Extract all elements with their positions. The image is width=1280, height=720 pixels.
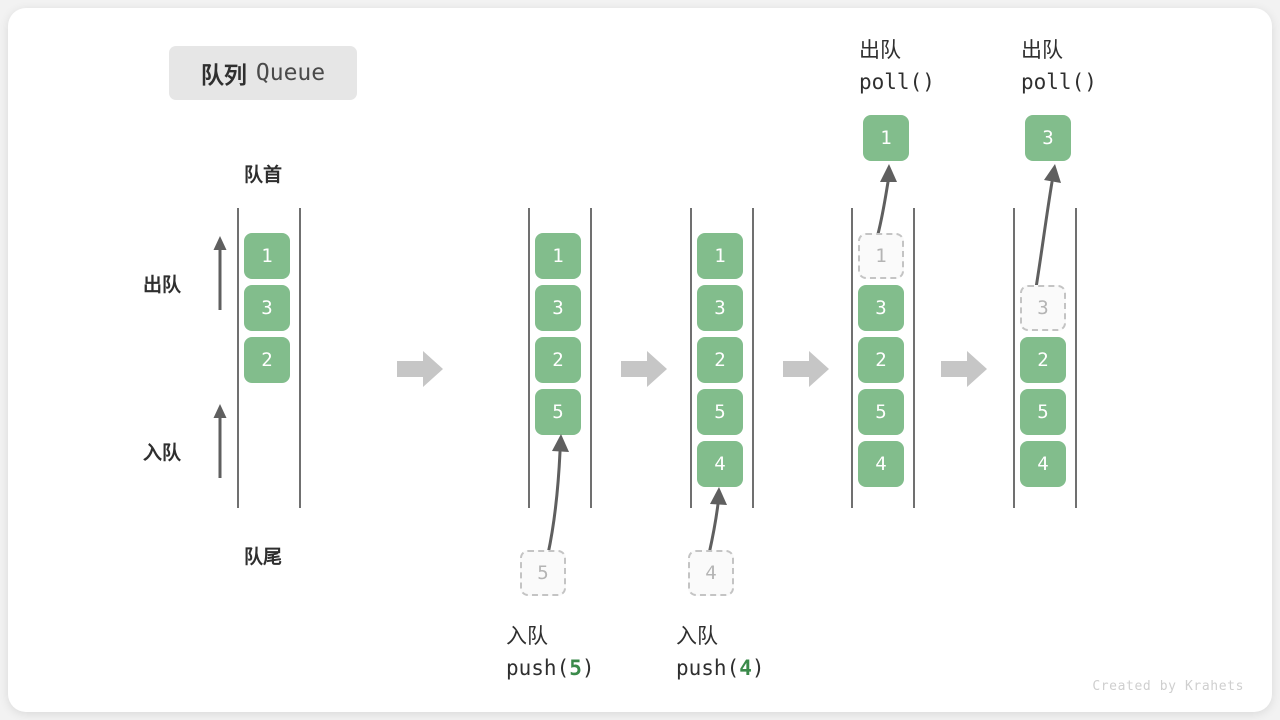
queue-cell: 1 bbox=[244, 233, 290, 279]
op-code-suffix: ) bbox=[751, 656, 765, 680]
op-code-suffix: ) bbox=[581, 656, 595, 680]
label-queue-tail: 队尾 bbox=[244, 547, 283, 568]
op-code-arg: 4 bbox=[739, 656, 752, 680]
title-en: Queue bbox=[255, 60, 326, 86]
label-dequeue: 出队 bbox=[143, 275, 182, 296]
dequeue-up-arrow-icon bbox=[213, 236, 227, 310]
title-cn: 队列 bbox=[200, 62, 247, 88]
op-label-cn: 出队 bbox=[859, 39, 901, 62]
popped-cell: 1 bbox=[863, 115, 909, 161]
queue-cell: 1 bbox=[535, 233, 581, 279]
queue-cell: 4 bbox=[1020, 441, 1066, 487]
op-code-suffix: ) bbox=[922, 70, 935, 94]
rail-right-initial bbox=[299, 208, 301, 508]
rail-left-initial bbox=[237, 208, 239, 508]
popped-cell: 3 bbox=[1025, 115, 1071, 161]
op-code-prefix: push( bbox=[506, 656, 570, 680]
label-enqueue: 入队 bbox=[143, 443, 182, 464]
label-queue-head: 队首 bbox=[244, 165, 283, 186]
op-label-code: poll() bbox=[1021, 70, 1097, 94]
rail-left-push5 bbox=[528, 208, 530, 508]
op-code-prefix: push( bbox=[676, 656, 740, 680]
op-code-prefix: poll( bbox=[859, 70, 923, 94]
queue-cell: 4 bbox=[858, 441, 904, 487]
push-motion-arrow-icon bbox=[546, 434, 569, 556]
queue-cell: 2 bbox=[535, 337, 581, 383]
step-arrow-icon bbox=[621, 351, 667, 387]
queue-cell: 3 bbox=[535, 285, 581, 331]
op-code-prefix: poll( bbox=[1021, 70, 1085, 94]
poll-motion-arrow-icon bbox=[1033, 164, 1061, 296]
rail-left-poll3 bbox=[1013, 208, 1015, 508]
enqueue-up-arrow-icon bbox=[213, 404, 227, 478]
queue-cell-new: 5 bbox=[535, 389, 581, 435]
rail-right-push5 bbox=[590, 208, 592, 508]
queue-cell: 2 bbox=[244, 337, 290, 383]
op-label-cn: 出队 bbox=[1021, 39, 1063, 62]
op-code-suffix: ) bbox=[1084, 70, 1097, 94]
op-label-cn: 入队 bbox=[676, 625, 718, 648]
queue-cell-new: 4 bbox=[697, 441, 743, 487]
step-arrow-icon bbox=[397, 351, 443, 387]
op-label-code: poll() bbox=[859, 70, 935, 94]
popped-ghost-cell: 1 bbox=[858, 233, 904, 279]
queue-cell: 3 bbox=[244, 285, 290, 331]
rail-left-poll1 bbox=[851, 208, 853, 508]
rail-right-push4 bbox=[752, 208, 754, 508]
queue-cell: 5 bbox=[858, 389, 904, 435]
op-label-code: push(4) bbox=[676, 656, 765, 680]
queue-cell: 5 bbox=[697, 389, 743, 435]
diagram-card: 队列 Queue 队首 队尾 出队 入队 1 3 2 1 3 2 5 5 入队 … bbox=[8, 8, 1272, 712]
queue-cell: 2 bbox=[858, 337, 904, 383]
diagram-stage: 队列 Queue 队首 队尾 出队 入队 1 3 2 1 3 2 5 5 入队 … bbox=[8, 8, 1272, 712]
op-label-cn: 入队 bbox=[506, 625, 548, 648]
step-arrow-icon bbox=[783, 351, 829, 387]
queue-cell: 1 bbox=[697, 233, 743, 279]
credit-text: Created by Krahets bbox=[1092, 679, 1244, 694]
queue-cell: 2 bbox=[697, 337, 743, 383]
incoming-ghost-cell: 5 bbox=[520, 550, 566, 596]
step-arrow-icon bbox=[941, 351, 987, 387]
rail-left-push4 bbox=[690, 208, 692, 508]
push-motion-arrow-icon bbox=[707, 487, 727, 556]
popped-ghost-cell: 3 bbox=[1020, 285, 1066, 331]
queue-cell: 3 bbox=[858, 285, 904, 331]
poll-motion-arrow-icon bbox=[876, 164, 897, 236]
incoming-ghost-cell: 4 bbox=[688, 550, 734, 596]
rail-right-poll3 bbox=[1075, 208, 1077, 508]
queue-cell: 5 bbox=[1020, 389, 1066, 435]
op-code-arg: 5 bbox=[569, 656, 582, 680]
queue-cell: 2 bbox=[1020, 337, 1066, 383]
diagram-title-badge: 队列 Queue bbox=[169, 46, 357, 100]
op-label-code: push(5) bbox=[506, 656, 595, 680]
rail-right-poll1 bbox=[913, 208, 915, 508]
queue-cell: 3 bbox=[697, 285, 743, 331]
